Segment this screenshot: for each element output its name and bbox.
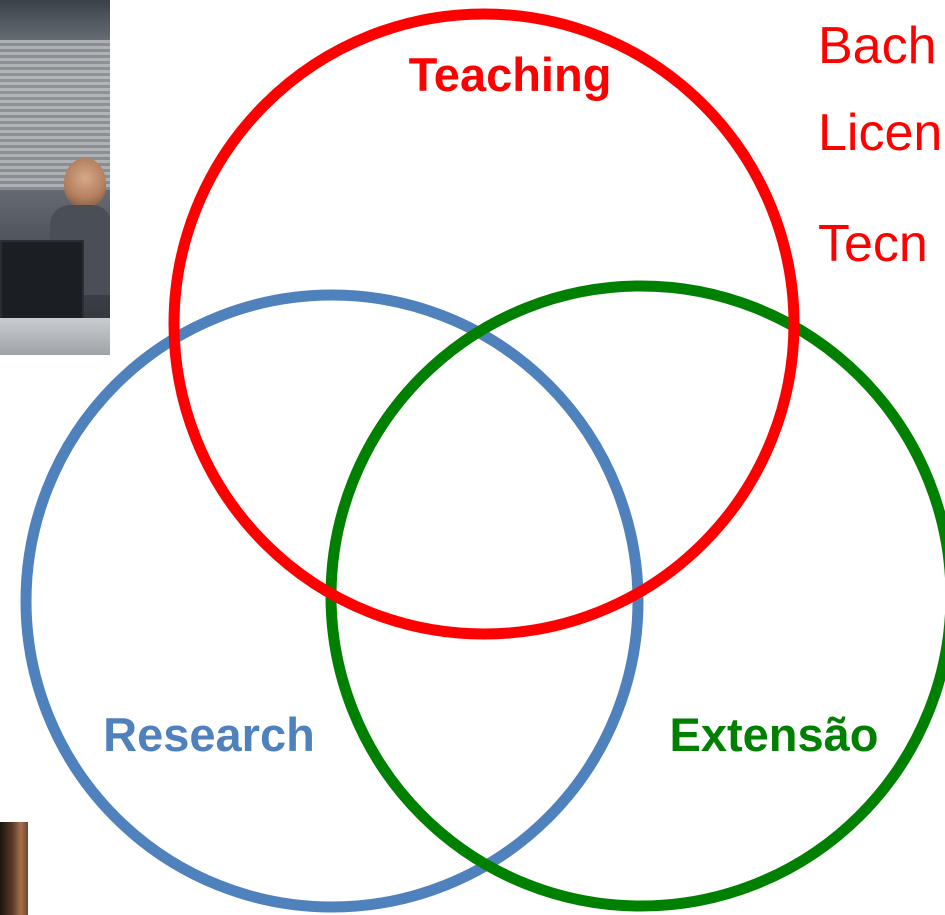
- side-list-item-licen: Licen: [818, 104, 943, 162]
- teaching-label: Teaching: [409, 48, 612, 101]
- classroom-photo: [0, 0, 110, 355]
- computer-monitor: [0, 240, 84, 329]
- research-label: Research: [103, 708, 315, 761]
- student-head: [64, 158, 106, 208]
- teaching-circle: [168, 8, 800, 640]
- research-circle: [20, 289, 644, 913]
- desk: [0, 318, 110, 355]
- extension-label: Extensão: [670, 708, 879, 761]
- side-list-item-tecn: Tecn: [818, 215, 928, 273]
- person-photo: [0, 822, 28, 915]
- side-list-item-bach: Bach: [818, 17, 937, 75]
